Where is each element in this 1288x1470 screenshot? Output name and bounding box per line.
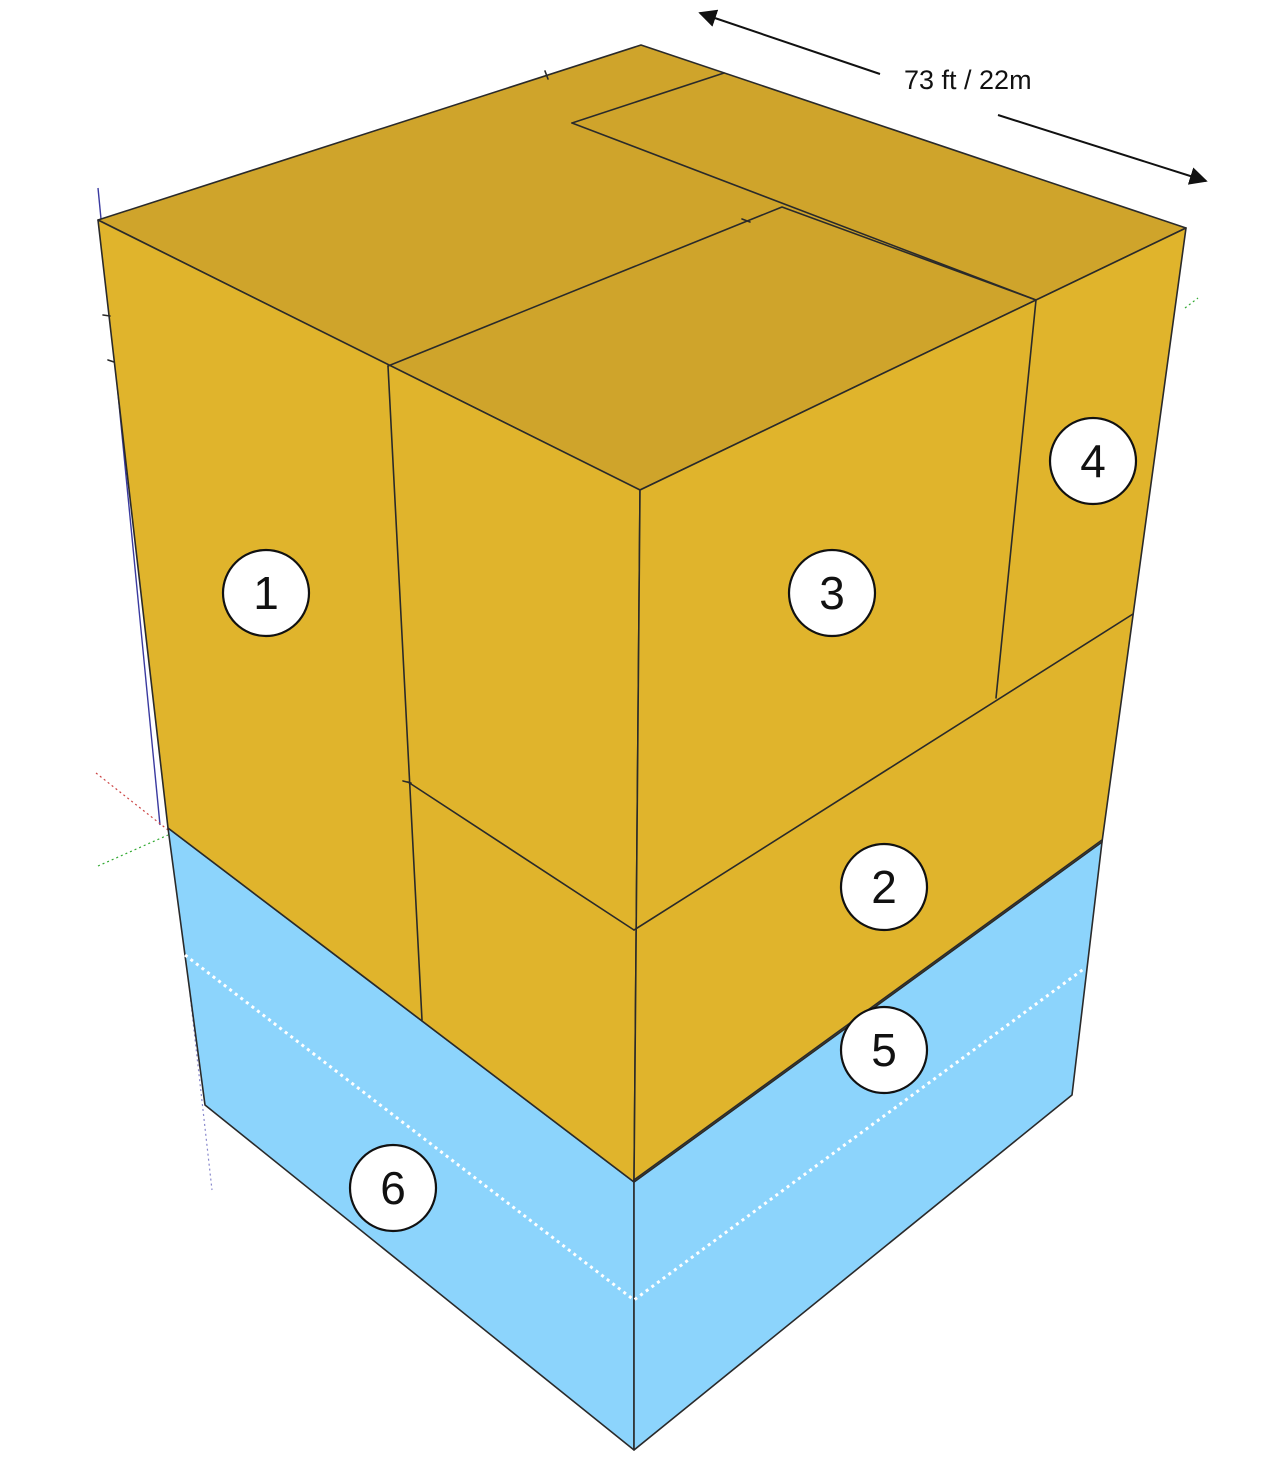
callout-3-label: 3	[819, 567, 845, 619]
callout-6-label: 6	[380, 1162, 406, 1214]
callout-6: 6	[348, 1143, 438, 1233]
callout-3: 3	[787, 548, 877, 638]
callout-2: 2	[839, 842, 929, 932]
waterline	[184, 953, 1086, 1302]
callout-1: 1	[221, 548, 311, 638]
callouts: 1 2 3 4 5 6	[221, 416, 1138, 1233]
callout-4: 4	[1048, 416, 1138, 506]
callout-4-label: 4	[1080, 435, 1106, 487]
dimension-annotation: 73 ft / 22m	[698, 9, 1208, 185]
dimension-label: 73 ft / 22m	[904, 65, 1032, 95]
right-face	[633, 227, 1187, 1183]
callout-1-label: 1	[253, 567, 279, 619]
callout-5-label: 5	[871, 1024, 897, 1076]
building-mass	[97, 44, 1187, 1183]
callout-2-label: 2	[871, 861, 897, 913]
dimension-arrow-left	[698, 9, 881, 75]
dimension-arrow-right	[997, 114, 1208, 185]
callout-5: 5	[839, 1005, 929, 1095]
